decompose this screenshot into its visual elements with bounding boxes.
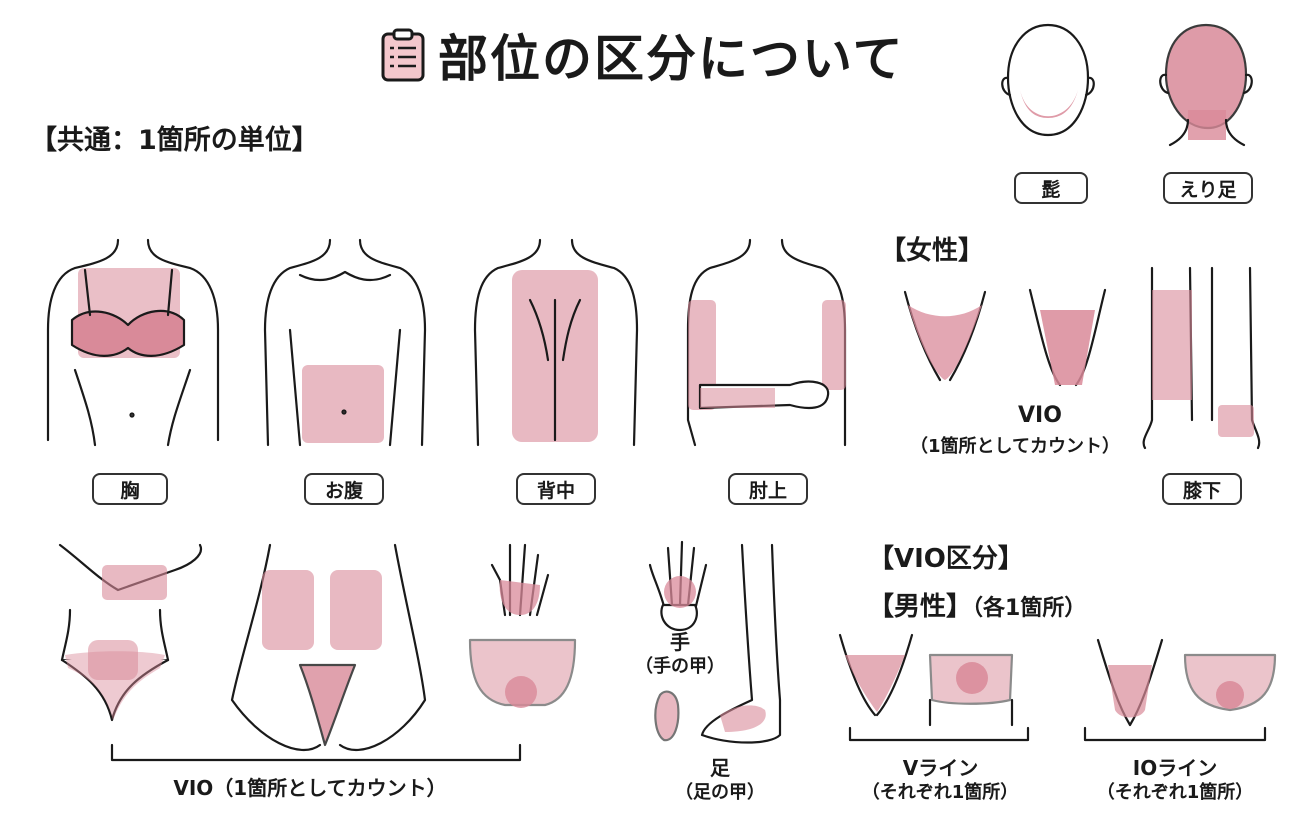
head-front-illustration (1001, 23, 1095, 137)
label-upper-arm: 肘上 (728, 473, 808, 505)
caption-foot-note: （足の甲） (675, 782, 765, 803)
v-line-bracket (848, 726, 1030, 742)
female-vio-illustration (903, 288, 1107, 387)
torso-abdomen-illustration (263, 238, 427, 447)
female-arm-panties-illustration (58, 543, 203, 722)
foot-small-illustration (654, 690, 680, 742)
male-v-line-illustration (838, 633, 1014, 727)
io-line-bracket (1083, 726, 1267, 742)
head-back-illustration (1159, 23, 1253, 147)
caption-female-vio-note: （1箇所としてカウント） (910, 436, 1120, 457)
clipboard-icon (381, 28, 425, 82)
male-heading-note: （各1箇所） (972, 596, 1087, 621)
caption-bottom-vio: VIO（1箇所としてカウント） (173, 776, 447, 800)
hand-hips-illustration (468, 543, 577, 708)
section-common-heading: 【共通：1箇所の単位】 (30, 125, 319, 156)
title-block: 部位の区分について (380, 20, 940, 90)
thighs-illustration (230, 543, 427, 751)
torso-upper-arm-illustration (686, 238, 847, 447)
label-nape: えり足 (1163, 172, 1253, 204)
caption-v-line-note: （それぞれ1箇所） (861, 782, 1019, 803)
torso-back-illustration (473, 238, 639, 447)
label-chest: 胸 (92, 473, 168, 505)
caption-hand-note: （手の甲） (635, 656, 725, 677)
caption-io-line-note: （それぞれ1箇所） (1096, 782, 1254, 803)
leg-side-illustration (700, 543, 782, 744)
caption-female-vio: VIO (1018, 403, 1062, 428)
section-female-heading: 【女性】 (880, 236, 985, 266)
label-back: 背中 (516, 473, 596, 505)
section-male-heading: 【男性】（各1箇所） (868, 586, 1086, 623)
male-heading-text: 【男性】 (868, 592, 973, 622)
hand-back-illustration (648, 540, 708, 632)
torso-chest-illustration (46, 238, 220, 447)
section-vio-division-heading: 【VIO区分】 (868, 544, 1024, 574)
caption-v-line: Vライン (902, 756, 979, 780)
label-beard: 髭 (1014, 172, 1088, 204)
legs-below-knee-illustration (1142, 266, 1261, 450)
male-io-line-illustration (1096, 638, 1277, 727)
page-title: 部位の区分について (438, 30, 905, 88)
label-below-knee: 膝下 (1162, 473, 1242, 505)
label-abdomen: お腹 (304, 473, 384, 505)
caption-foot: 足 (710, 756, 730, 780)
caption-hand: 手 (670, 630, 690, 654)
caption-io-line: IOライン (1132, 756, 1218, 780)
bottom-vio-bracket (110, 743, 522, 762)
